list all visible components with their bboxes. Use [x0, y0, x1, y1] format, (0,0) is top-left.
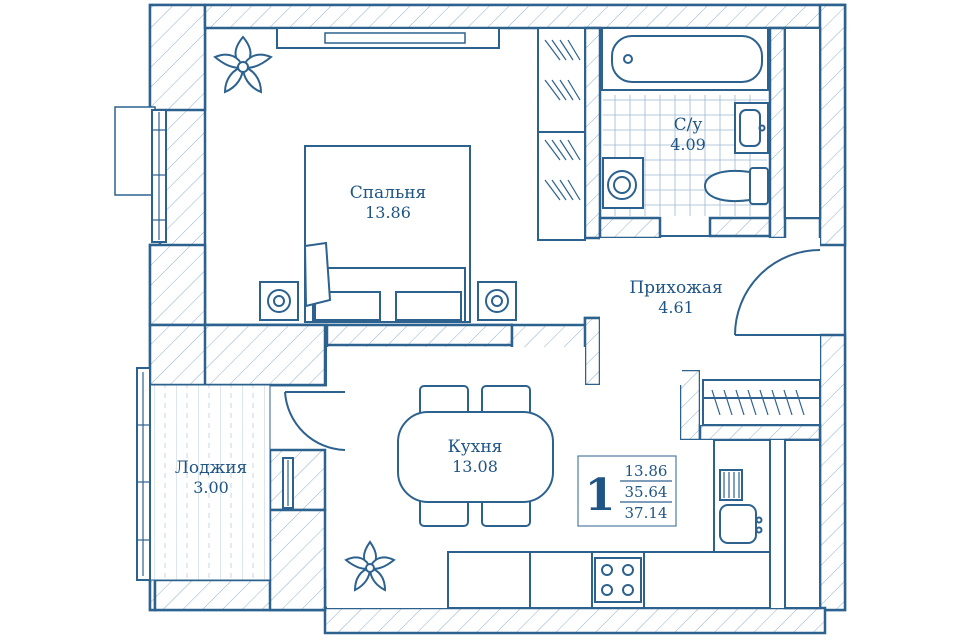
bedroom-wardrobe: [537, 27, 586, 241]
hall-name: Прихожая: [629, 278, 722, 298]
bathtub-icon: [601, 27, 769, 91]
stove-icon: [594, 557, 642, 603]
flower-icon: [213, 35, 273, 94]
bed-icon: [303, 145, 471, 323]
kitchen-area: 13.08: [452, 457, 498, 476]
washing-machine-icon: [602, 157, 644, 209]
sink-icon: [734, 102, 769, 154]
loggia-floor: [136, 367, 271, 581]
kitchen-flower-icon: [344, 540, 396, 592]
hall-shoe-cabinet: [702, 379, 821, 426]
table-icon: [397, 385, 554, 527]
bathroom-area: 4.09: [670, 135, 706, 154]
hall-area: 4.61: [658, 298, 694, 317]
bedside-table-right: [477, 281, 517, 321]
room-labels: Спальня 13.86 С/у 4.09 Прихожая 4.61 Кух…: [175, 115, 723, 497]
loggia-area: 3.00: [193, 478, 229, 497]
bedroom-top-window: [276, 27, 500, 49]
toilet-icon: [703, 167, 769, 205]
rooms-count: 1: [585, 470, 616, 521]
hall-cabinets: [784, 27, 821, 609]
living-area: 13.86: [625, 462, 668, 480]
bathroom-name: С/у: [674, 115, 703, 135]
kitchen-name: Кухня: [448, 437, 503, 457]
bedroom-area: 13.86: [365, 203, 411, 222]
loggia-door: [282, 391, 346, 509]
total-with-loggia: 37.14: [625, 504, 668, 522]
total-area: 35.64: [625, 483, 668, 501]
bedside-table-left: [259, 281, 299, 321]
kitchen-sink-icon: [719, 469, 763, 544]
entrance-door: [734, 249, 821, 336]
loggia-name: Лоджия: [175, 458, 248, 478]
bedroom-window: [114, 106, 167, 243]
area-summary: 1 13.86 35.64 37.14: [577, 455, 677, 527]
bedroom-name: Спальня: [350, 183, 427, 203]
